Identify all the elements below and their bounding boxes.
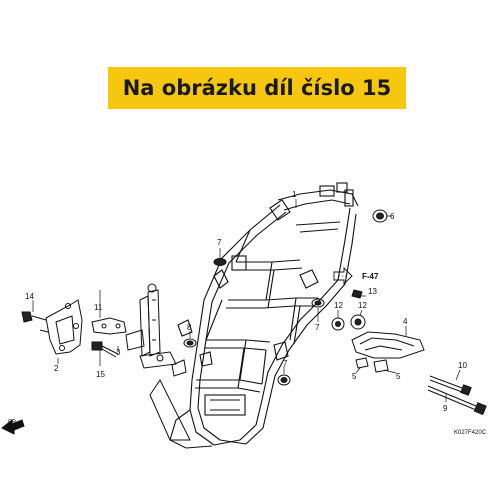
callout-10: 10 [458,361,467,370]
callout-1: 1 [292,190,297,199]
part-banner: Na obrázku díl číslo 15 [108,67,406,109]
link-part-11 [91,317,127,335]
callout-2: 2 [54,364,59,373]
callout-14: 14 [25,292,34,301]
callout-12-right: 12 [358,301,367,310]
rubber-5-right [373,359,389,373]
nut-7-bottom [277,374,291,386]
hanger-plate-part-4 [351,331,425,359]
callout-12-left: 12 [334,301,343,310]
callout-4: 4 [403,317,408,326]
grommet-6 [372,209,388,223]
leader-lines [32,199,461,402]
collar-12-left [331,317,345,331]
stand-bracket-assembly [125,283,191,441]
grommet-8 [183,338,197,348]
grommet-7-lower [311,298,325,308]
callout-7-bottom: 7 [283,359,288,368]
callout-3: 3 [116,348,121,357]
callout-8: 8 [187,323,192,332]
bracket-part-2 [39,299,83,355]
callout-13: 13 [368,287,377,296]
callout-6: 6 [390,212,395,221]
diagram-code: K027F420C [454,430,487,436]
clip-part-13 [351,289,363,299]
front-label: FR. [8,420,18,426]
reference-arrow-icon [333,266,353,286]
callout-7-upper: 7 [217,238,222,247]
callout-5-right: 5 [396,372,401,381]
callout-labels: 1 2 3 4 5 5 6 7 7 8 9 10 11 12 12 13 14 … [8,190,487,436]
callout-15: 15 [96,370,105,379]
collar-12-right [350,314,366,330]
bolt-part-9 [427,385,487,416]
callout-7-lower: 7 [315,323,320,332]
reference-label: F-47 [362,272,379,281]
rubber-5-left [355,357,369,369]
front-arrow-icon [1,418,25,435]
callout-9: 9 [443,404,448,413]
main-frame [169,182,359,449]
bolt-part-14 [21,311,47,323]
callout-11: 11 [94,303,103,312]
bolt-part-15 [91,341,119,358]
grommet-7-upper [213,258,227,266]
callout-5-left: 5 [352,372,357,381]
bolt-part-10 [429,375,472,396]
